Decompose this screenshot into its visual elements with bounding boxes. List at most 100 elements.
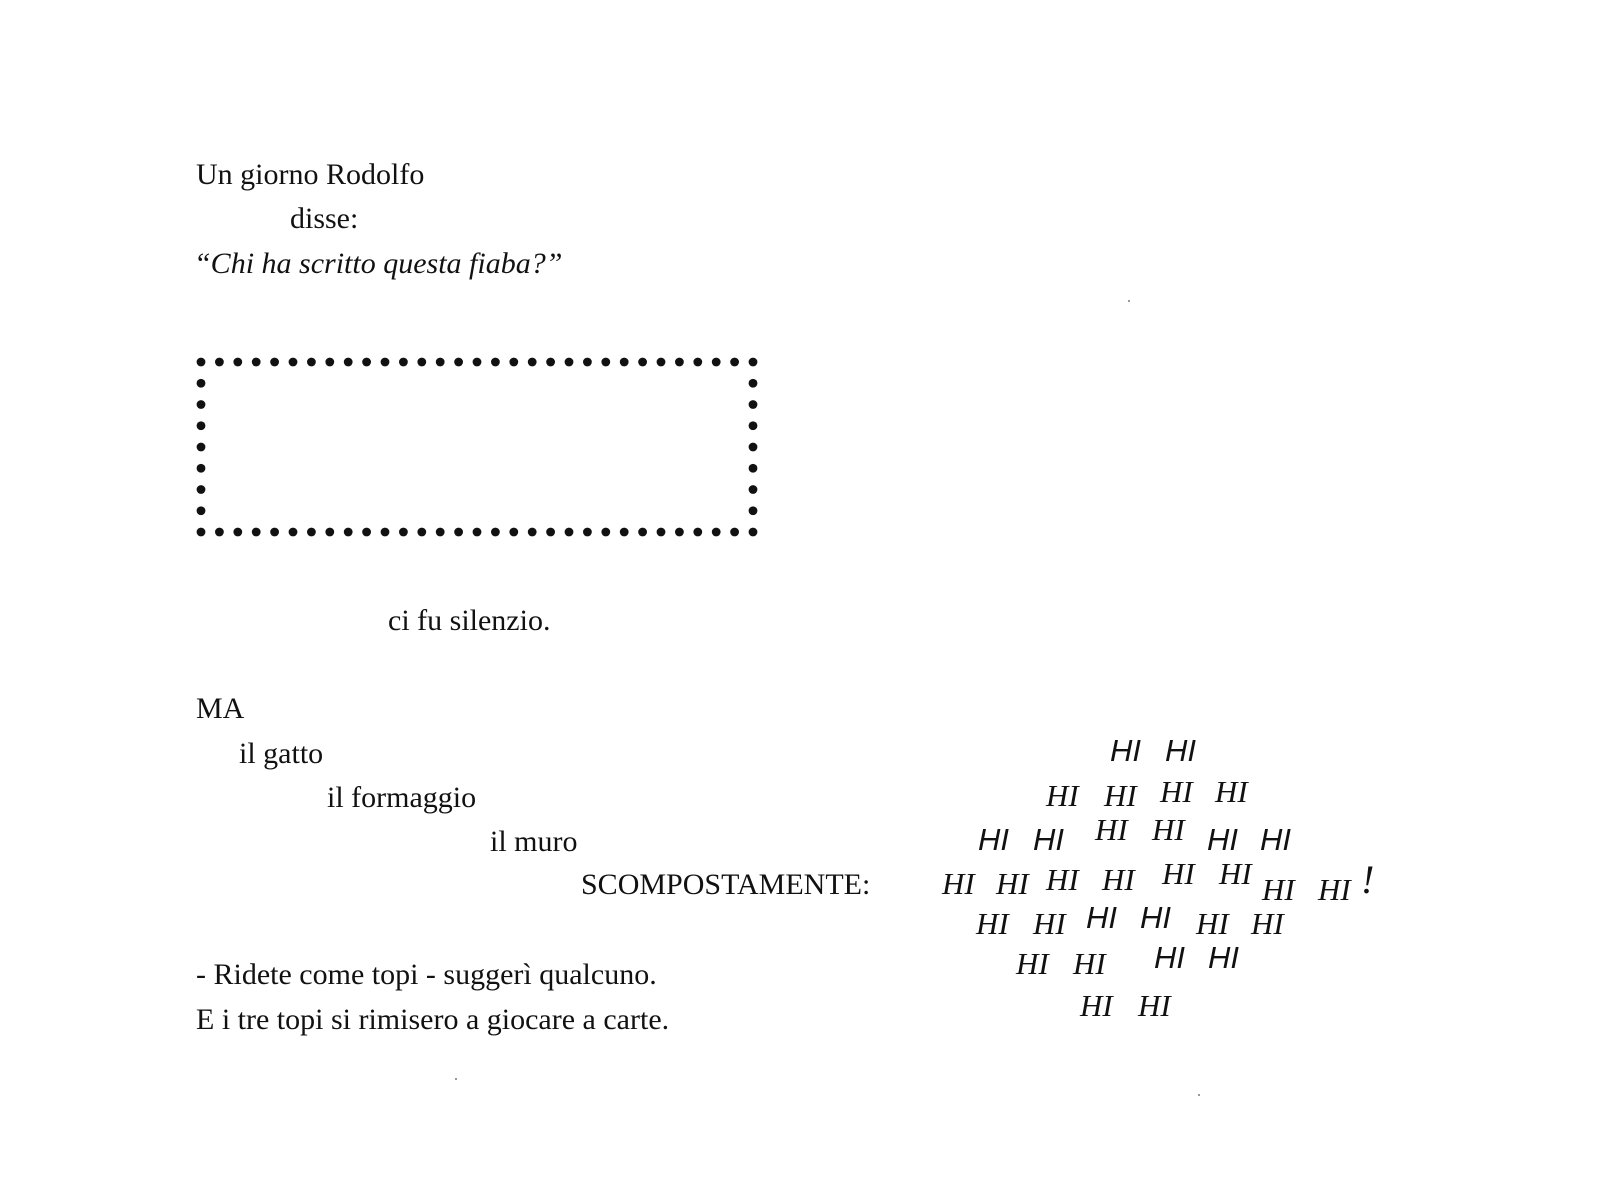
frame-dot <box>711 357 721 367</box>
laugh-word: HI <box>1104 778 1137 813</box>
frame-dot <box>748 421 758 431</box>
speck <box>455 1078 457 1080</box>
frame-dot <box>509 357 519 367</box>
frame-dot <box>748 378 758 388</box>
frame-dot <box>711 527 721 537</box>
laugh-word: HI <box>1215 774 1248 809</box>
frame-dot <box>380 527 390 537</box>
frame-dot <box>583 357 592 367</box>
frame-dot <box>730 357 739 367</box>
frame-dot <box>638 527 647 537</box>
frame-dot <box>270 527 279 537</box>
frame-dot <box>748 442 758 452</box>
frame-dot <box>546 527 555 537</box>
frame-dot <box>546 357 555 367</box>
laugh-word: HI <box>1251 906 1284 941</box>
speck <box>1198 1094 1200 1096</box>
frame-dot <box>362 357 371 367</box>
line-question: “Chi ha scritto questa fiaba?” <box>194 247 563 280</box>
laugh-word: HI <box>1152 812 1185 847</box>
line-scompostamente: SCOMPOSTAMENTE: <box>581 868 871 901</box>
frame-dot <box>435 357 445 367</box>
frame-dot <box>251 527 261 537</box>
laugh-word: HI <box>1046 862 1079 897</box>
frame-dot <box>748 357 758 367</box>
frame-dot <box>307 357 316 367</box>
frame-dot <box>435 527 445 537</box>
laugh-word: HI <box>1318 872 1351 907</box>
laugh-word: HI <box>976 906 1009 941</box>
laugh-word: HI <box>942 866 975 901</box>
frame-dot <box>251 357 261 367</box>
frame-dot <box>215 357 224 367</box>
frame-dot <box>343 527 353 537</box>
frame-dot <box>730 527 739 537</box>
line-ma: MA <box>196 692 245 725</box>
frame-dot <box>325 357 335 367</box>
frame-dot <box>564 527 574 537</box>
frame-dot <box>748 485 758 494</box>
frame-dot <box>527 357 537 367</box>
frame-dot <box>325 527 335 537</box>
line-il-muro: il muro <box>490 825 578 858</box>
line-i-tre-topi: E i tre topi si rimisero a giocare a car… <box>196 1003 670 1036</box>
laugh-word: HI <box>1110 733 1141 768</box>
laugh-word: HI <box>1095 812 1128 847</box>
frame-dot <box>601 527 611 537</box>
laugh-word: HI <box>1196 906 1229 941</box>
frame-dot <box>748 527 758 537</box>
frame-dot <box>399 357 408 367</box>
frame-dot <box>307 527 316 537</box>
frame-dot <box>509 527 519 537</box>
frame-dot <box>583 527 592 537</box>
frame-dot <box>454 357 463 367</box>
frame-dot <box>196 485 206 494</box>
frame-dot <box>196 378 206 388</box>
laughter-exclamation: ! <box>1361 857 1375 902</box>
frame-dot <box>215 527 224 537</box>
frame-dot <box>472 527 482 537</box>
laugh-word: HI <box>1208 940 1239 975</box>
frame-dot <box>270 357 279 367</box>
frame-dot <box>748 463 758 473</box>
frame-dot <box>748 400 758 409</box>
laugh-word: HI <box>996 866 1029 901</box>
laugh-word: HI <box>1154 940 1185 975</box>
laugh-word: HI <box>1046 778 1079 813</box>
frame-dot <box>491 527 500 537</box>
laugh-word: HI <box>1260 822 1291 857</box>
frame-dot <box>656 357 666 367</box>
frame-dot <box>472 357 482 367</box>
frame-dot <box>233 357 243 367</box>
frame-dot <box>196 506 206 516</box>
frame-dot <box>417 357 427 367</box>
frame-dot <box>343 357 353 367</box>
laugh-word: HI <box>1033 822 1064 857</box>
frame-dot <box>693 357 703 367</box>
frame-dot <box>601 357 611 367</box>
laugh-word: HI <box>978 822 1009 857</box>
frame-dot <box>196 442 206 452</box>
frame-dot <box>233 527 243 537</box>
laugh-word: HI <box>1160 774 1193 809</box>
line-ridete-come-topi: - Ridete come topi - suggerì qualcuno. <box>196 958 657 991</box>
frame-dot <box>288 527 298 537</box>
speck <box>1128 300 1130 302</box>
laugh-word: HI <box>1102 862 1135 897</box>
laugh-word: HI <box>1138 988 1171 1023</box>
frame-dot <box>196 463 206 473</box>
line-ci-fu-silenzio: ci fu silenzio. <box>388 604 551 637</box>
frame-dot <box>675 357 684 367</box>
laugh-word: HI <box>1207 822 1238 857</box>
laugh-word: HI <box>1080 988 1113 1023</box>
laugh-word: HI <box>1262 872 1295 907</box>
line-disse: disse: <box>290 202 359 235</box>
frame-dot <box>619 527 629 537</box>
frame-dot <box>491 357 500 367</box>
frame-dot <box>196 527 206 537</box>
laugh-word: HI <box>1165 733 1196 768</box>
frame-dot <box>380 357 390 367</box>
frame-dot <box>619 357 629 367</box>
line-un-giorno-rodolfo: Un giorno Rodolfo <box>196 158 425 191</box>
